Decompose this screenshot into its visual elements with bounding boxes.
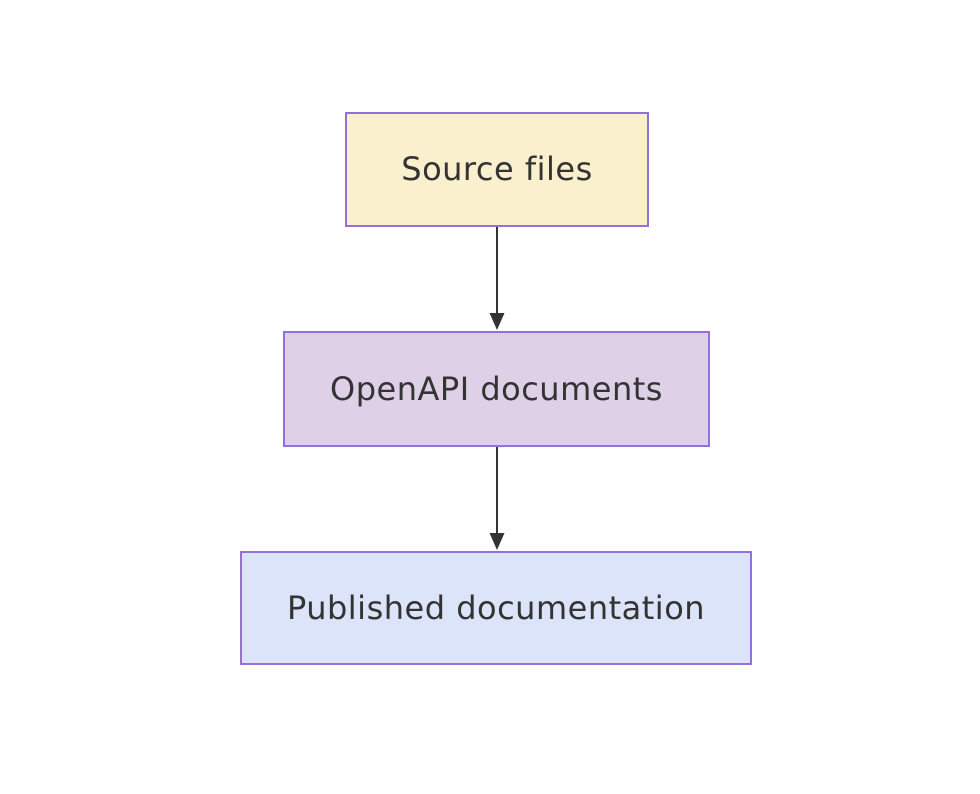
arrow-head-icon [489,533,505,550]
arrow-head-icon [489,313,505,330]
node-published-documentation: Published documentation [240,551,752,665]
node-label: OpenAPI documents [330,369,663,408]
node-openapi-documents: OpenAPI documents [283,331,710,447]
node-source-files: Source files [345,112,649,227]
arrow-source-to-openapi [489,227,505,330]
node-label: Published documentation [286,588,706,627]
node-label: Source files [401,150,593,189]
arrow-openapi-to-published [489,447,505,550]
